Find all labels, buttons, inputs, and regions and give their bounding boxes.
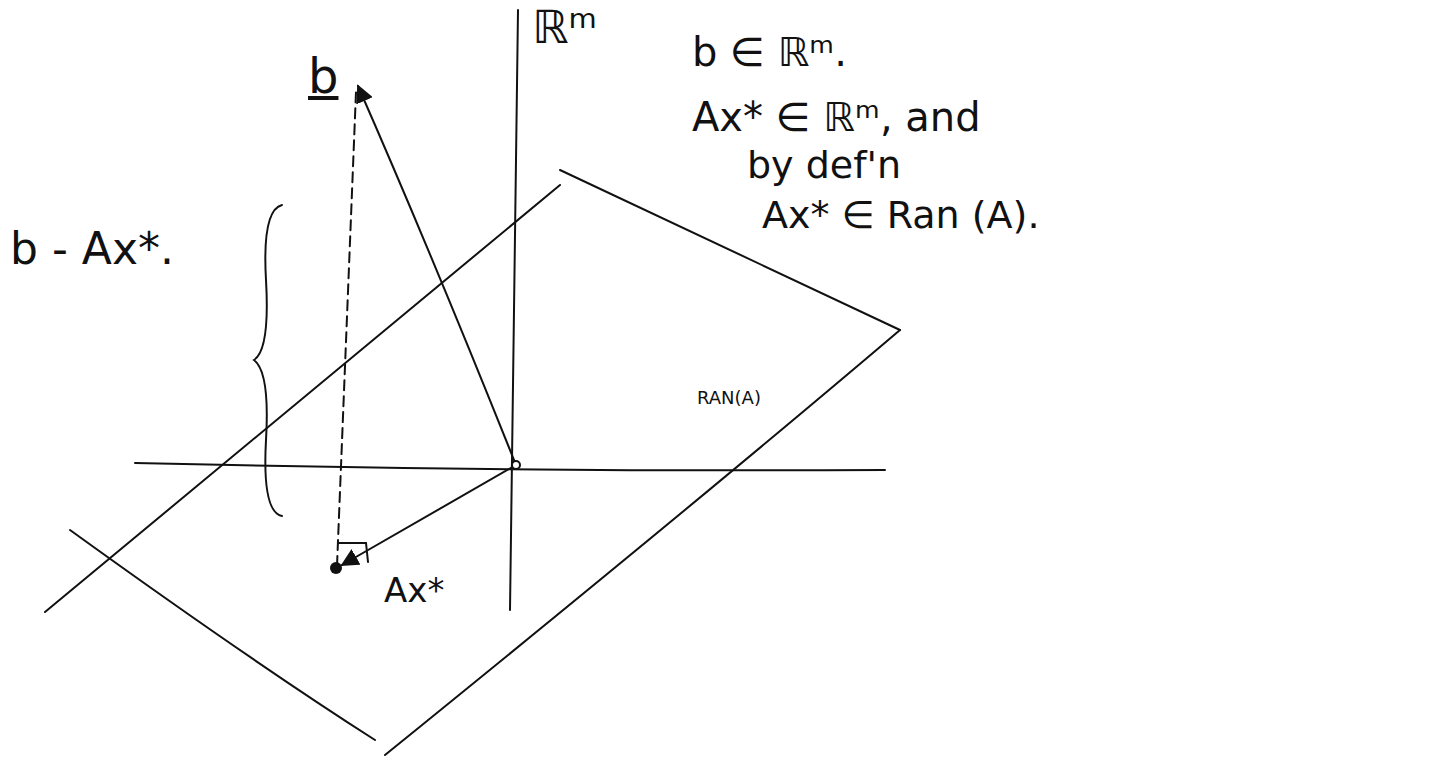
math-label: b ∈ ℝᵐ. bbox=[690, 30, 849, 74]
origin bbox=[512, 461, 520, 469]
math-label: Ax* bbox=[382, 572, 446, 609]
point-ax bbox=[330, 562, 342, 574]
vector-b bbox=[358, 86, 516, 465]
vector-ax bbox=[342, 465, 516, 565]
vertical-axis bbox=[510, 10, 518, 610]
math-label: ℝᵐ bbox=[530, 2, 599, 53]
math-label: Ax* ∈ ℝᵐ, and bbox=[690, 95, 983, 139]
region-label: RAN(A) bbox=[695, 388, 763, 408]
brace bbox=[254, 205, 282, 516]
math-label: b - Ax*. bbox=[8, 225, 176, 273]
math-label: b bbox=[306, 50, 340, 103]
math-label: by def'n bbox=[745, 145, 903, 187]
plane-edge bbox=[385, 330, 900, 755]
plane-edge bbox=[560, 170, 900, 330]
right-angle-mark bbox=[338, 543, 368, 562]
math-label: Ax* ∈ Ran (A). bbox=[760, 195, 1042, 237]
residual-line bbox=[337, 92, 356, 566]
plane-edge bbox=[70, 530, 375, 740]
